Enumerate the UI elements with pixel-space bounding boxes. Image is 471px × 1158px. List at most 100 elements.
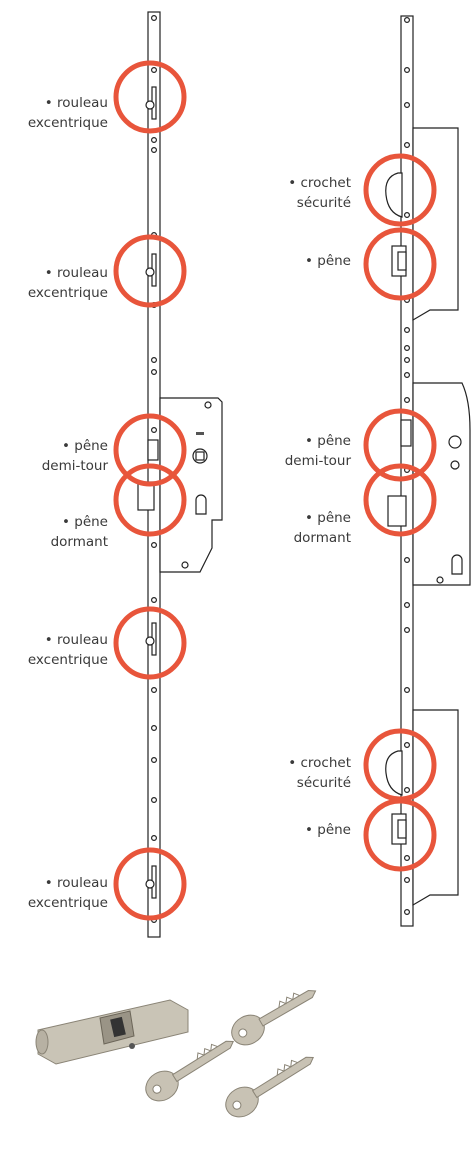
right-label-deadbolt: • pêne dormant: [293, 510, 351, 546]
left-lock-case: [159, 397, 223, 573]
left-screw-hole: [151, 357, 158, 364]
left-screw-hole: [151, 756, 158, 763]
key-icon: [231, 990, 317, 1046]
left-roller: [145, 636, 155, 646]
right-label-bolt-2: • pêne: [305, 822, 351, 838]
left-screw-hole: [151, 137, 158, 144]
left-label-roller-2: • rouleau excentrique: [27, 265, 108, 301]
left-roller: [145, 267, 155, 277]
right-screw-hole: [404, 17, 411, 24]
right-screw-hole: [404, 212, 411, 219]
left-screw-hole: [151, 834, 158, 841]
right-security-hook: [385, 172, 403, 218]
key-head: [231, 1014, 265, 1046]
right-highlight-ring: [363, 153, 437, 227]
left-screw-hole: [151, 596, 158, 603]
right-highlight-ring: [363, 227, 437, 301]
left-label-latch: • pêne demi-tour: [41, 438, 108, 474]
right-label-hook-1: • crochet sécurité: [288, 175, 351, 211]
left-case-marking: [196, 432, 204, 435]
left-screw-hole: [151, 369, 158, 376]
left-highlight-ring: [113, 847, 187, 921]
right-screw-hole: [404, 345, 411, 352]
key-icon: [225, 1056, 315, 1118]
key-ring-hole: [232, 1100, 242, 1110]
left-lock-strip: [137, 11, 223, 938]
left-screw-hole: [151, 541, 158, 548]
right-screw-hole: [404, 372, 411, 379]
left-highlight-ring: [113, 413, 187, 487]
right-security-hook: [385, 750, 403, 796]
right-latch-bolt: [400, 419, 412, 447]
left-case-screw: [181, 561, 189, 569]
left-screw-hole: [151, 147, 158, 154]
left-highlight-ring: [113, 60, 187, 134]
right-lock-case: [412, 382, 471, 586]
left-label-deadbolt: • pêne dormant: [50, 514, 108, 550]
left-screw-hole: [151, 724, 158, 731]
right-highlight-ring: [363, 408, 437, 482]
key-blade: [258, 990, 317, 1027]
left-label-roller-3b: • rouleau excentrique: [27, 632, 108, 668]
right-label-bolt-1: • pêne: [305, 253, 351, 269]
left-highlight-ring: [113, 463, 187, 537]
key-icon: [145, 1040, 235, 1102]
right-bolt-inner: [397, 251, 407, 271]
right-screw-hole: [404, 876, 411, 883]
left-screw-hole: [151, 686, 158, 693]
right-screw-hole: [404, 397, 411, 404]
right-screw-hole: [404, 626, 411, 633]
right-screw-hole: [404, 66, 411, 73]
right-label-latch: • pêne demi-tour: [284, 433, 351, 469]
euro-cylinder-icon: [35, 999, 189, 1065]
left-screw-hole: [151, 66, 158, 73]
right-spindle-hole: [448, 435, 462, 449]
right-label-hook-2: • crochet sécurité: [288, 755, 351, 791]
left-label-roller-1: • rouleau excentrique: [27, 95, 108, 131]
right-case-hole: [450, 460, 460, 470]
right-screw-hole: [404, 357, 411, 364]
right-screw-hole: [404, 101, 411, 108]
left-screw-hole: [151, 15, 158, 22]
right-deadbolt: [387, 495, 407, 527]
left-roller: [145, 879, 155, 889]
right-lock-strip: [385, 15, 471, 927]
right-cylinder-hole: [451, 554, 463, 575]
left-screw-hole: [151, 427, 158, 434]
highlight-rings: [113, 60, 437, 921]
key-ring-hole: [238, 1028, 248, 1038]
right-screw-hole: [404, 908, 411, 915]
key-cuts: [196, 1043, 218, 1060]
left-roller: [145, 100, 155, 110]
left-case-screw: [204, 401, 212, 409]
left-highlight-ring: [113, 234, 187, 308]
right-screw-hole: [404, 741, 411, 748]
key-blade: [171, 1040, 235, 1083]
right-screw-hole: [404, 142, 411, 149]
right-screw-hole: [404, 854, 411, 861]
right-screw-hole: [404, 601, 411, 608]
right-upper-gearbox: [412, 127, 459, 322]
right-screw-hole: [404, 327, 411, 334]
left-cylinder-hole: [195, 494, 207, 515]
left-latch-bolt: [147, 439, 159, 461]
right-highlight-ring: [363, 463, 437, 537]
left-screw-hole: [151, 796, 158, 803]
cylinder-screw-hole: [129, 1043, 135, 1049]
cylinder-cam-slot: [110, 1016, 126, 1038]
right-highlight-ring: [363, 798, 437, 872]
left-label-roller-4: • rouleau excentrique: [27, 875, 108, 911]
right-bolt-inner: [397, 819, 407, 839]
right-screw-hole: [404, 556, 411, 563]
key-cuts: [278, 992, 300, 1008]
right-screw-hole: [404, 686, 411, 693]
key-cuts: [276, 1059, 298, 1076]
left-highlight-ring: [113, 606, 187, 680]
key-ring-hole: [152, 1084, 162, 1094]
keys-group: [145, 990, 317, 1118]
key-blade: [251, 1056, 315, 1099]
right-case-screw: [436, 576, 444, 584]
left-spindle-square: [195, 451, 205, 461]
cylinder-face: [35, 1029, 49, 1055]
